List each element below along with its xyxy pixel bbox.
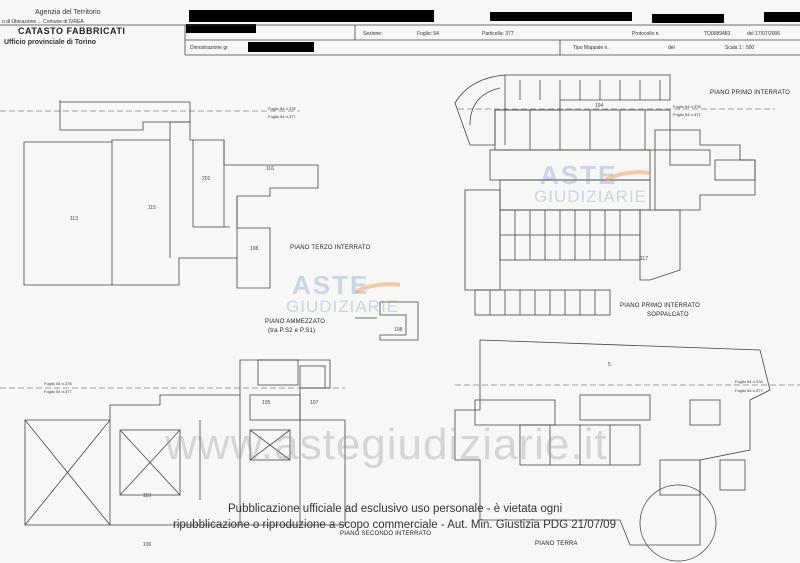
foglio-ref: Foglio 54 n.377 — [673, 112, 701, 117]
legal-notice-line2: ripubblicazione o riproduzione a scopo c… — [173, 519, 616, 531]
ufficio-provinciale: Ufficio provinciale di Torino — [4, 39, 97, 46]
plan-title-ammezzato-sub: (tra P.S2 e P.S1) — [268, 328, 316, 334]
watermark-giudiziarie: GIUDIZIARIE — [534, 187, 648, 206]
protocollo-value: TO0089483 — [704, 31, 731, 37]
redaction-bar — [652, 14, 724, 23]
room-label: 116 — [266, 166, 274, 172]
room-label: 117 — [640, 256, 648, 262]
protocollo-label: Protocollo n. — [632, 31, 660, 37]
sezione-label: Sezione: — [363, 31, 383, 37]
room-label: 113 — [70, 216, 78, 222]
dimostrazione-label: Dimostrazione gr — [190, 45, 228, 51]
protocollo-date: del 17/07/2006 — [747, 31, 781, 37]
room-label: 105 — [262, 400, 271, 406]
room-label: 110 — [143, 493, 151, 499]
plan-title-terra: PIANO TERRA — [535, 541, 578, 547]
watermark-aste: ASTE — [540, 160, 618, 190]
room-label: 108 — [394, 327, 403, 333]
foglio-ref: Foglio 54 n.378 — [268, 106, 296, 111]
foglio-ref: Foglio 54 n.378 — [673, 104, 701, 109]
redaction-bar — [312, 10, 432, 19]
redaction-bar — [186, 24, 256, 33]
legal-notice-line1: Pubblicazione ufficiale ad esclusivo uso… — [228, 503, 563, 515]
redaction-bar — [248, 42, 314, 52]
room-label: 201 — [202, 176, 211, 182]
room-label: 115 — [148, 205, 156, 211]
plan-title-terzo-interrato: PIANO TERZO INTERRATO — [290, 245, 371, 251]
room-label: 5 — [608, 362, 611, 368]
room-label: 106 — [143, 542, 152, 548]
watermark-url: www.astegiudiziarie.it — [165, 420, 608, 469]
catasto-title: CATASTO FABBRICATI — [18, 26, 126, 36]
foglio-label: Foglio: 54 — [417, 31, 439, 37]
foglio-ref: Foglio 54 n.378 — [44, 381, 72, 386]
cadastral-header: Agenzia del Territorio CATASTO FABBRICAT… — [0, 0, 800, 60]
plan-title-soppalcato: SOPPALCATO — [647, 312, 689, 318]
redaction-bar — [490, 12, 632, 21]
room-label: 107 — [310, 400, 319, 406]
comune-fragment: o di Ubicazione ... Comune di IVREA — [2, 19, 84, 25]
tipo-mappale-label: Tipo Mappale n. — [573, 45, 609, 51]
scala-label: Scala 1 : 500 — [725, 45, 755, 51]
watermark-logo-icon — [605, 170, 650, 182]
watermark-aste: ASTE — [292, 270, 370, 300]
agency-name: Agenzia del Territorio — [35, 9, 101, 16]
foglio-ref: Foglio 54 n.377 — [44, 389, 72, 394]
plan-title-primo-interrato: PIANO PRIMO INTERRATO — [710, 90, 790, 96]
plan-title-secondo-interrato: PIANO SECONDO INTERRATO — [340, 531, 432, 537]
foglio-ref: Foglio 54 n.377 — [268, 114, 296, 119]
room-label: 194 — [595, 103, 604, 109]
plan-title-primo-interrato-soppalcato: PIANO PRIMO INTERRATO — [620, 303, 700, 309]
foglio-ref: Foglio 54 n.377 — [735, 388, 763, 393]
redaction-bar — [764, 12, 800, 22]
room-label: 198 — [250, 246, 259, 252]
foglio-ref: Foglio 54 n.378 — [735, 379, 763, 384]
particella-label: Particella: 377 — [482, 31, 514, 37]
plan-title-ammezzato: PIANO AMMEZZATO — [265, 319, 326, 325]
del-label: del — [668, 45, 675, 51]
watermark-giudiziarie: GIUDIZIARIE — [286, 297, 400, 316]
watermark-logo-icon — [355, 282, 400, 294]
